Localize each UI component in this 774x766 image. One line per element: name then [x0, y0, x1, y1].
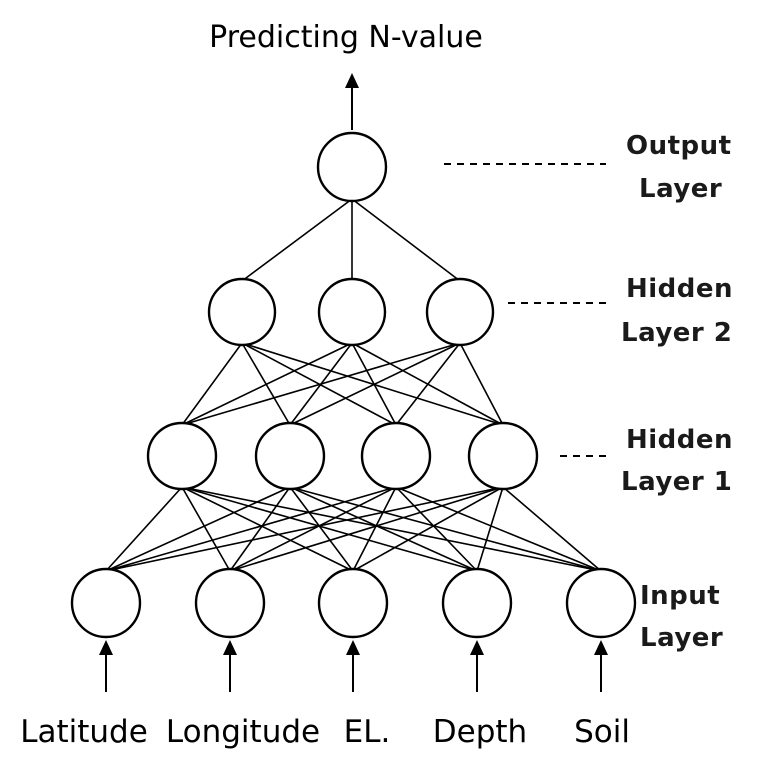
input-node-5 — [565, 567, 637, 639]
edge-hidden-layer-1-2-to-hidden-layer-2-2 — [289, 342, 353, 426]
edge-input-3-to-hidden-layer-1-3 — [352, 486, 397, 572]
edge-input-2-to-hidden-layer-1-1 — [181, 486, 231, 572]
edge-input-3-to-hidden-layer-1-4 — [352, 486, 504, 572]
edge-input-3-to-hidden-layer-1-2 — [289, 486, 354, 572]
input-arrow-2 — [223, 640, 237, 692]
input-arrow-1 — [99, 640, 113, 692]
output-node-1 — [316, 131, 388, 203]
input-arrow-5 — [594, 640, 608, 692]
output-layer-label-line2: Layer — [639, 174, 722, 204]
hidden-layer-1-label-line1: Hidden — [626, 425, 733, 455]
edge-hidden-layer-1-4-to-hidden-layer-2-2 — [351, 342, 504, 426]
neurons — [70, 131, 637, 639]
edge-input-4-to-hidden-layer-1-4 — [476, 486, 504, 572]
input-node-1 — [70, 567, 142, 639]
input-label-longitude: Longitude — [166, 714, 320, 750]
hidden-layer-2-node-3 — [425, 277, 495, 347]
edge-input-5-to-hidden-layer-1-2 — [289, 486, 602, 572]
input-arrow-4 — [470, 640, 484, 692]
hidden-layer-2-node-1 — [207, 277, 277, 347]
edge-hidden-layer-1-1-to-hidden-layer-2-2 — [181, 342, 353, 426]
edge-input-3-to-hidden-layer-1-1 — [181, 486, 354, 572]
input-layer-label-line2: Layer — [640, 623, 723, 653]
edge-hidden-layer-1-4-to-hidden-layer-2-1 — [241, 342, 504, 426]
input-node-2 — [194, 567, 266, 639]
input-layer-label-line1: Input — [640, 581, 720, 611]
input-label-depth: Depth — [433, 714, 527, 750]
hidden-layer-2-label-line1: Hidden — [626, 274, 733, 304]
edge-input-4-to-hidden-layer-1-1 — [181, 486, 478, 572]
edge-input-1-to-hidden-layer-1-3 — [105, 486, 397, 572]
input-arrows — [99, 640, 608, 692]
output-title: Predicting N-value — [209, 20, 483, 55]
edge-input-5-to-hidden-layer-1-3 — [395, 486, 602, 572]
edge-hidden-layer-1-2-to-hidden-layer-2-1 — [241, 342, 291, 426]
edge-input-2-to-hidden-layer-1-2 — [229, 486, 291, 572]
hidden-layer-1-node-2 — [254, 421, 326, 491]
input-labels: Latitude Longitude EL. Depth Soil — [20, 714, 630, 750]
hidden-layer-1-node-4 — [467, 421, 539, 491]
hidden-layer-1-node-3 — [360, 421, 432, 491]
edge-hidden-layer-1-3-to-hidden-layer-2-1 — [241, 342, 397, 426]
input-arrow-3 — [346, 640, 360, 692]
edge-input-2-to-hidden-layer-1-4 — [229, 486, 504, 572]
edge-input-2-to-hidden-layer-1-3 — [229, 486, 397, 572]
hidden-layer-2-node-2 — [317, 277, 387, 347]
input-node-4 — [441, 567, 513, 639]
edge-input-5-to-hidden-layer-1-4 — [502, 486, 602, 572]
edge-input-5-to-hidden-layer-1-1 — [181, 486, 602, 572]
edge-input-4-to-hidden-layer-1-2 — [289, 486, 478, 572]
edge-hidden-layer-1-1-to-hidden-layer-2-1 — [181, 342, 243, 426]
input-label-elevation: EL. — [344, 714, 391, 750]
edge-input-1-to-hidden-layer-1-4 — [105, 486, 504, 572]
connections — [105, 198, 602, 572]
edge-hidden-layer-2-3-to-output-1 — [351, 198, 461, 282]
output-arrow — [345, 73, 359, 130]
edge-hidden-layer-1-4-to-hidden-layer-2-3 — [459, 342, 504, 426]
layer-leaders — [444, 163, 606, 457]
edge-input-1-to-hidden-layer-1-2 — [105, 486, 291, 572]
edge-hidden-layer-2-1-to-output-1 — [241, 198, 353, 282]
output-layer-label-line1: Output — [626, 131, 732, 161]
hidden-layer-1-label-line2: Layer 1 — [621, 467, 732, 497]
edge-input-1-to-hidden-layer-1-1 — [105, 486, 183, 572]
input-node-3 — [317, 567, 389, 639]
input-label-soil: Soil — [574, 714, 630, 750]
edge-input-4-to-hidden-layer-1-3 — [395, 486, 478, 572]
hidden-layer-1-node-1 — [146, 421, 218, 491]
input-label-latitude: Latitude — [20, 714, 148, 750]
layer-labels: Output Layer Hidden Layer 2 Hidden Layer… — [621, 131, 733, 653]
hidden-layer-2-label-line2: Layer 2 — [621, 318, 732, 348]
